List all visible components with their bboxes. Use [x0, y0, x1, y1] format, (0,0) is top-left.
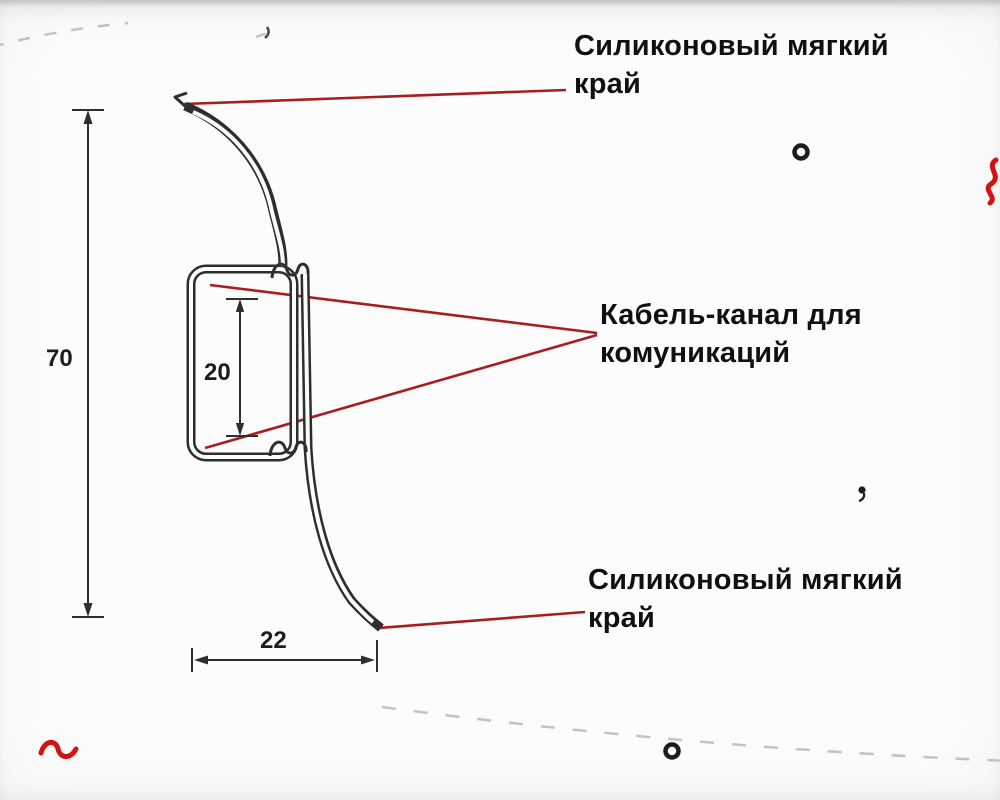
- label-line: комуникаций: [600, 336, 791, 369]
- label-line: край: [574, 67, 641, 100]
- clip-detail-top: [270, 262, 310, 279]
- label-line: Силиконовый мягкий: [574, 30, 889, 62]
- dashed-edge-line-bottom: [381, 705, 1000, 762]
- dimension-base-width: 22: [191, 627, 378, 672]
- ring-speck-right: [792, 143, 810, 161]
- comma-speck: [858, 486, 866, 503]
- profile-front-wall: [300, 273, 384, 632]
- dimension-20-value: 20: [204, 359, 231, 386]
- background-decorations: [0, 21, 1000, 762]
- arrowhead-right: [361, 655, 375, 665]
- label-line: Силиконовый мягкий: [588, 564, 903, 596]
- profile-top-blade: [183, 101, 288, 267]
- leader-channel-upper: [209, 283, 598, 335]
- cable-channel-box-core: [189, 267, 296, 459]
- dimension-overall-height: 70: [46, 109, 104, 618]
- ring-speck-bottom: [663, 742, 681, 760]
- arrowhead-up: [83, 110, 93, 124]
- red-squiggle-right-edge: [985, 157, 999, 206]
- clip-detail-bottom: [268, 440, 308, 457]
- plinth-profile: [173, 91, 384, 632]
- label-line: Кабель-канал для: [600, 299, 862, 331]
- scan-edge-shading: [0, 0, 1000, 7]
- leader-channel-lower: [204, 333, 598, 450]
- profile-front-wall-core: [303, 273, 375, 624]
- label-cable-channel: Кабель-канал для комуникаций: [600, 297, 862, 372]
- leader-top-edge: [183, 88, 567, 106]
- dimension-70-value: 70: [46, 345, 73, 372]
- leader-bottom-edge: [378, 610, 586, 630]
- label-silicone-edge-bottom: Силиконовый мягкий край: [588, 562, 903, 637]
- label-line: край: [588, 601, 655, 634]
- arrowhead-down: [83, 603, 93, 617]
- arrowhead-left: [194, 655, 208, 665]
- profile-top-blade-core: [192, 110, 285, 267]
- silicone-tip-top: [173, 91, 188, 109]
- apostrophe-speck: [264, 26, 270, 39]
- arrowhead-up: [235, 299, 245, 312]
- dimension-channel-height: 20: [204, 298, 258, 437]
- leader-lines: [183, 88, 598, 630]
- dashed-edge-line-top-left: [0, 21, 129, 47]
- arrowhead-down: [235, 423, 245, 436]
- red-squiggle-bottom-left: [38, 739, 79, 759]
- dimension-22-value: 22: [260, 627, 287, 654]
- label-silicone-edge-top: Силиконовый мягкий край: [574, 28, 889, 103]
- dashed-edge-line-top-left-tail: [255, 30, 277, 39]
